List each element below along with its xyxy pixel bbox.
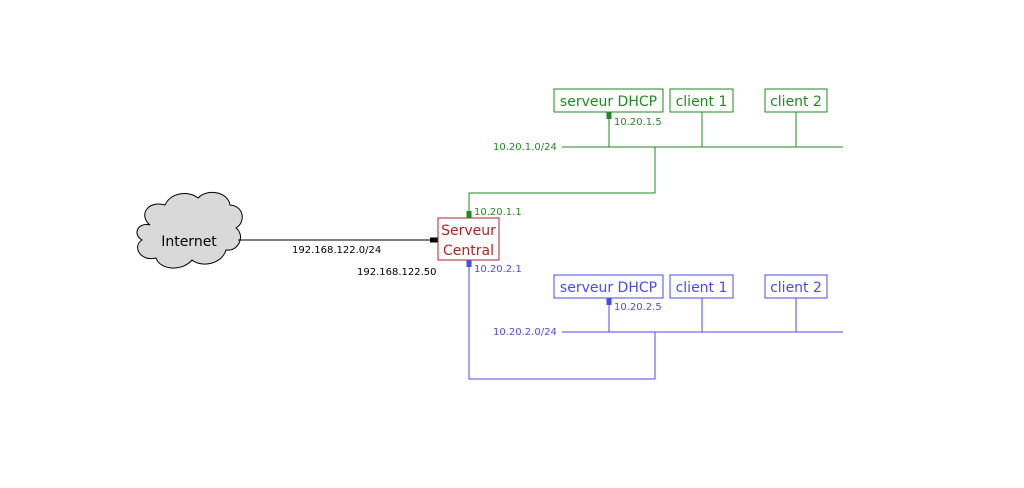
blue-network xyxy=(466,260,843,380)
blue-client1-label: client 1 xyxy=(676,280,728,296)
blue-client1-box xyxy=(669,274,734,299)
wan-address-label: 192.168.122.50 xyxy=(357,267,437,278)
blue-dhcp-server-box xyxy=(553,274,664,299)
green-gateway-port xyxy=(466,211,472,218)
green-dhcp-ip-label: 10.20.1.5 xyxy=(614,117,662,128)
central-server-label-line2: Central xyxy=(443,243,494,259)
central-server-label-line1: Serveur xyxy=(441,223,496,239)
green-network-label: 10.20.1.0/24 xyxy=(493,142,557,153)
green-client2-label: client 2 xyxy=(770,94,822,110)
green-dhcp-server-box xyxy=(553,88,664,113)
blue-network-labels: serveur DHCP client 1 client 2 10.20.2.5… xyxy=(474,264,822,338)
blue-gateway-label: 10.20.2.1 xyxy=(474,264,522,275)
green-gateway-label: 10.20.1.1 xyxy=(474,207,522,218)
blue-client2-box xyxy=(764,274,828,299)
internet-label: Internet xyxy=(161,234,217,250)
blue-dhcp-ip-label: 10.20.2.5 xyxy=(614,302,662,313)
green-dhcp-port xyxy=(606,112,612,119)
green-client1-label: client 1 xyxy=(676,94,728,110)
green-client1-box xyxy=(669,88,734,113)
green-uplink xyxy=(468,147,656,213)
green-network-labels: serveur DHCP client 1 client 2 10.20.1.5… xyxy=(474,94,822,218)
blue-dhcp-port xyxy=(606,298,612,305)
green-dhcp-server-label: serveur DHCP xyxy=(560,94,657,110)
green-client2-box xyxy=(764,88,828,113)
green-network xyxy=(466,88,843,218)
blue-downlink xyxy=(468,266,656,380)
wan-link: 192.168.122.0/24 192.168.122.50 xyxy=(238,237,438,278)
internet-cloud: Internet xyxy=(136,191,243,269)
blue-client2-label: client 2 xyxy=(770,280,822,296)
blue-dhcp-server-label: serveur DHCP xyxy=(560,280,657,296)
central-server: Serveur Central xyxy=(437,217,500,261)
cloud-shape xyxy=(136,191,243,269)
blue-gateway-port xyxy=(466,260,472,267)
wan-port xyxy=(430,237,438,243)
blue-network-label: 10.20.2.0/24 xyxy=(493,327,557,338)
wan-network-label: 192.168.122.0/24 xyxy=(292,245,381,256)
